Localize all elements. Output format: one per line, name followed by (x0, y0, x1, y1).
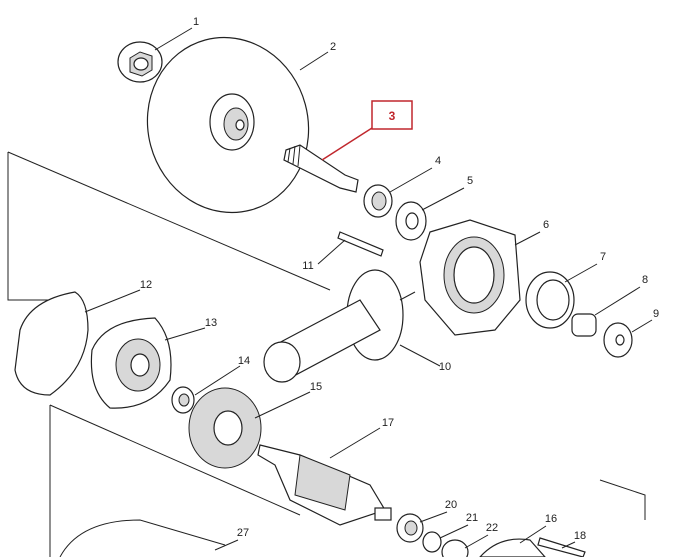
leader-line-9 (631, 319, 653, 333)
part-8-sleeve (571, 313, 597, 337)
leader-line-2 (299, 51, 329, 71)
leader-line-21 (439, 524, 469, 539)
part-label-4: 4 (435, 155, 441, 167)
part-label-16: 16 (545, 513, 557, 525)
leader-line-12 (84, 289, 141, 313)
part-17-armature (257, 444, 392, 526)
part-label-7: 7 (600, 251, 606, 263)
part-label-10: 10 (439, 361, 451, 373)
leader-line-7 (564, 263, 598, 283)
part-label-8: 8 (642, 274, 648, 286)
part-label-20: 20 (445, 499, 457, 511)
leader-line-6 (514, 231, 541, 246)
part-label-9: 9 (653, 308, 659, 320)
part-label-12: 12 (140, 279, 152, 291)
leader-line-14 (194, 365, 241, 396)
part-10-side-handle (263, 269, 416, 383)
part-13-bearing-box (90, 317, 172, 409)
part-12-gasket (14, 291, 89, 396)
part-label-2: 2 (330, 41, 336, 53)
leader-line-8 (594, 286, 641, 316)
part-3-highlight: 3 (321, 100, 413, 161)
part-3-spindle (283, 144, 359, 193)
part-16-housing (479, 538, 546, 557)
part-label-6: 6 (543, 219, 549, 231)
part-27-outline (59, 519, 226, 557)
leader-line-11 (317, 239, 346, 265)
leader-line-18 (561, 541, 576, 549)
part-label-17: 17 (382, 417, 394, 429)
part-label-21: 21 (466, 512, 478, 524)
part-5-bearing (395, 201, 427, 241)
part-label-18: 18 (574, 530, 586, 542)
part-9-pinion (603, 322, 633, 358)
part-label-5: 5 (467, 175, 473, 187)
part-14-bearing (171, 386, 195, 414)
part-label-15: 15 (310, 381, 322, 393)
part-15-bevel-gear (188, 387, 262, 469)
part-2-grinding-disc (146, 36, 310, 214)
part-11-screw (337, 231, 384, 257)
leader-line-15 (254, 391, 311, 419)
part-20-bearing (396, 513, 424, 543)
leader-line-27 (214, 539, 239, 551)
part-label-14: 14 (238, 355, 250, 367)
part-1-flange-nut (117, 41, 163, 83)
part-label-27: 27 (237, 527, 249, 539)
part-7-ring (525, 271, 575, 329)
part-label-22: 22 (486, 522, 498, 534)
leader-line-16 (519, 525, 547, 544)
part-18-screw (537, 537, 586, 557)
part-3-label: 3 (389, 109, 396, 123)
leader-line-22 (464, 534, 489, 549)
part-label-1: 1 (193, 16, 199, 28)
part-label-11: 11 (302, 260, 313, 272)
part-22-bearing (441, 539, 469, 557)
leader-line-13 (164, 327, 206, 341)
leader-line-4 (389, 167, 433, 193)
part-label-13: 13 (205, 317, 217, 329)
leader-line-17 (329, 427, 381, 459)
leader-line-1 (154, 27, 193, 51)
part-4-bearing (363, 184, 393, 218)
leader-line-5 (421, 187, 465, 211)
part-21-washer (422, 531, 442, 553)
leader-line-10 (399, 344, 441, 367)
frame-lines (7, 151, 646, 557)
part-6-gear-housing (419, 219, 521, 336)
leader-line-20 (419, 511, 448, 523)
